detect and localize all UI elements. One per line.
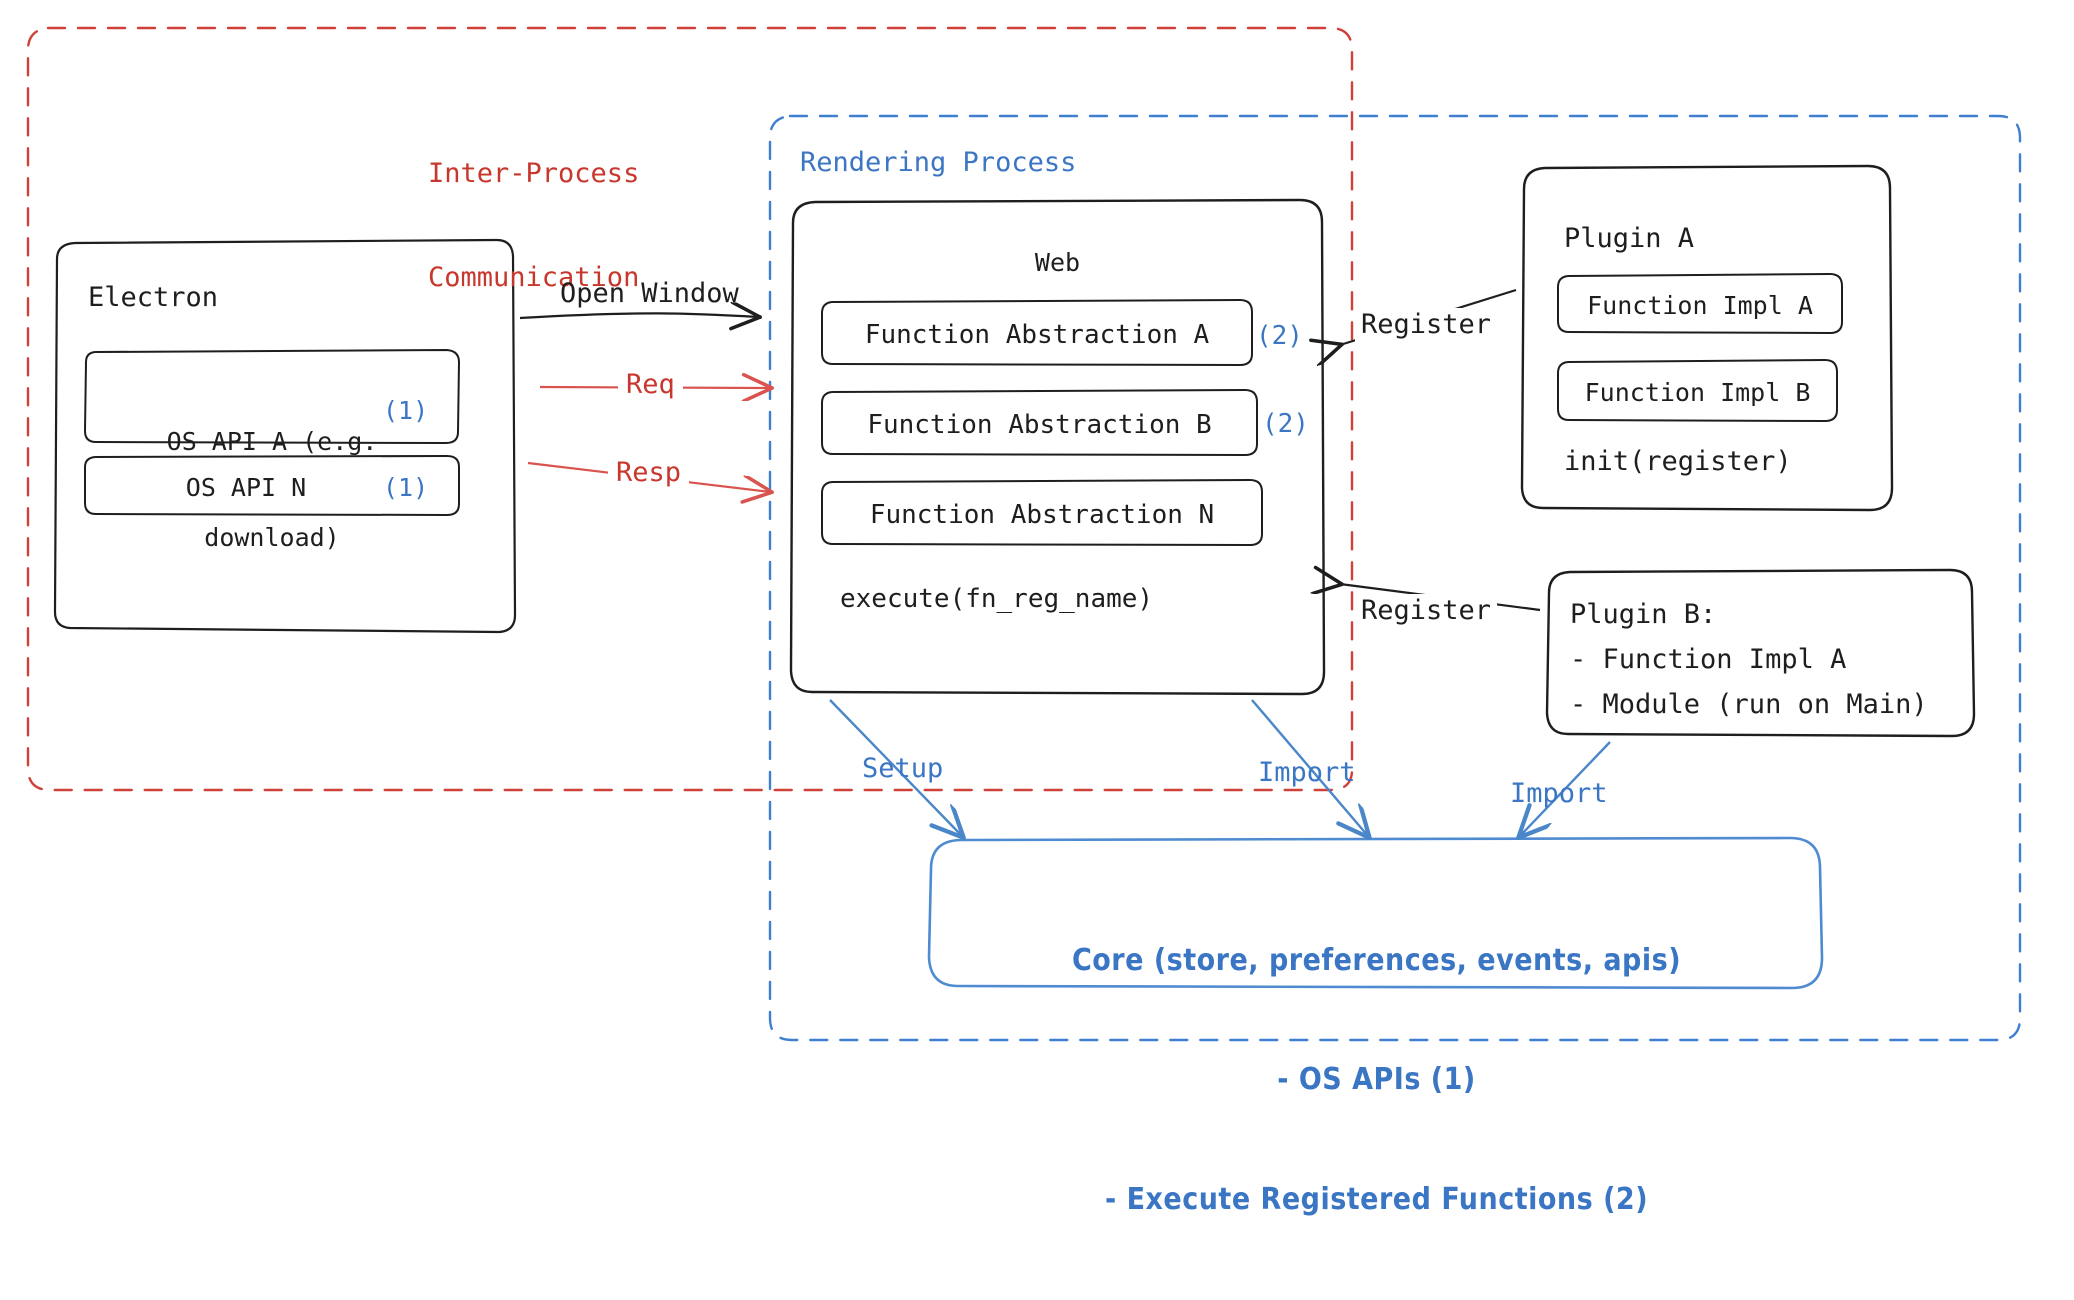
web-item-abstraction-n: Function Abstraction N	[869, 500, 1215, 530]
edge-label-register-plugin-a: Register	[1355, 308, 1498, 343]
ipc-group-label-line1: Inter-Process	[428, 158, 640, 190]
web-item-abstraction-b: Function Abstraction B	[867, 410, 1212, 440]
electron-container-shape	[53, 238, 517, 634]
edge-setup	[829, 699, 962, 836]
web-item-abstraction-b-marker: (2)	[1262, 409, 1309, 439]
plugin-b-container-shape	[1545, 568, 1976, 738]
plugin-a-footer-init: init(register)	[1564, 446, 1792, 477]
plugin-b-item-1: - Function Impl A	[1570, 644, 1847, 675]
electron-title: Electron	[88, 282, 219, 313]
electron-item-os-api-a: OS API A (e.g. download)	[86, 362, 458, 618]
plugin-a-item-impl-a: Function Impl A	[1587, 291, 1813, 320]
electron-item-os-api-n: OS API N	[185, 473, 307, 502]
edge-label-setup: Setup	[862, 753, 944, 784]
electron-item-os-api-a-line1: OS API A (e.g.	[166, 427, 378, 456]
core-line-3: - Execute Registered Functions (2)	[1104, 1182, 1649, 1218]
core-box-text: Core (store, preferences, events, apis) …	[931, 861, 1822, 1300]
diagram-svg	[26, 26, 2022, 1042]
edge-import-plugin-b	[1520, 741, 1611, 836]
plugin-b-title: Plugin B:	[1570, 599, 1717, 630]
electron-item-os-api-n-marker: (1)	[383, 473, 429, 502]
edge-open-window	[519, 313, 758, 318]
ipc-group-label-line2: Communication	[428, 261, 640, 293]
web-item-abstraction-a-marker: (2)	[1256, 321, 1303, 351]
web-item-abstraction-a: Function Abstraction A	[864, 320, 1210, 350]
electron-item-os-api-a-marker: (1)	[383, 396, 429, 425]
ipc-group-label: Inter-Process Communication	[428, 88, 639, 364]
electron-item-os-api-a-line2: download)	[204, 523, 340, 552]
edge-import-web	[1251, 699, 1368, 836]
core-line-2: - OS APIs (1)	[1277, 1062, 1476, 1098]
edge-label-import-web: Import	[1258, 757, 1356, 788]
web-title: Web	[1034, 248, 1081, 277]
group-rendering-boundary	[768, 114, 2022, 1042]
edge-label-open-window: Open Window	[560, 278, 739, 309]
plugin-a-item-impl-b: Function Impl B	[1584, 378, 1811, 407]
plugin-a-container-shape	[1520, 164, 1894, 512]
edge-label-import-plugin-b: Import	[1510, 778, 1608, 809]
edge-label-resp: Resp	[608, 456, 690, 491]
diagram-canvas: Inter-Process Communication Rendering Pr…	[26, 26, 2022, 1217]
web-container-shape	[789, 198, 1326, 696]
core-container-shape	[927, 836, 1824, 990]
plugin-b-item-2: - Module (run on Main)	[1570, 689, 1928, 720]
edge-label-register-plugin-b: Register	[1355, 594, 1498, 629]
core-line-1: Core (store, preferences, events, apis)	[1071, 942, 1682, 978]
rendering-process-label: Rendering Process	[800, 147, 1077, 178]
plugin-a-title: Plugin A	[1564, 223, 1695, 254]
edge-label-req: Req	[618, 368, 683, 403]
web-footer-execute: execute(fn_reg_name)	[840, 584, 1154, 614]
